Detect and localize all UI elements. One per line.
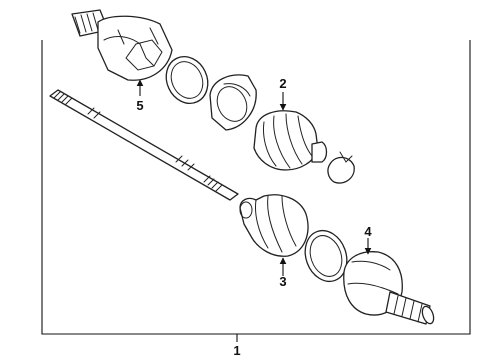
inner-boot-collar — [209, 74, 257, 131]
axle-shaft — [49, 89, 239, 201]
inner-cv-boot — [253, 110, 328, 171]
callout-1: 1 — [233, 343, 240, 358]
callout-3: 3 — [279, 274, 286, 289]
assembly-bracket — [41, 40, 471, 342]
small-boot-clamp — [327, 151, 355, 184]
callout-4: 4 — [364, 224, 372, 239]
boot-clamp-ring-inner — [165, 56, 209, 104]
inner-joint-housing — [71, 9, 173, 81]
callout-2: 2 — [279, 76, 286, 91]
outer-cv-boot — [239, 194, 309, 257]
callout-5: 5 — [136, 98, 143, 113]
callout-leaders — [136, 79, 372, 276]
outer-cv-joint — [343, 251, 435, 325]
callout-labels: 5 2 3 4 1 — [136, 76, 372, 358]
boot-clamp-ring-outer — [304, 229, 348, 283]
